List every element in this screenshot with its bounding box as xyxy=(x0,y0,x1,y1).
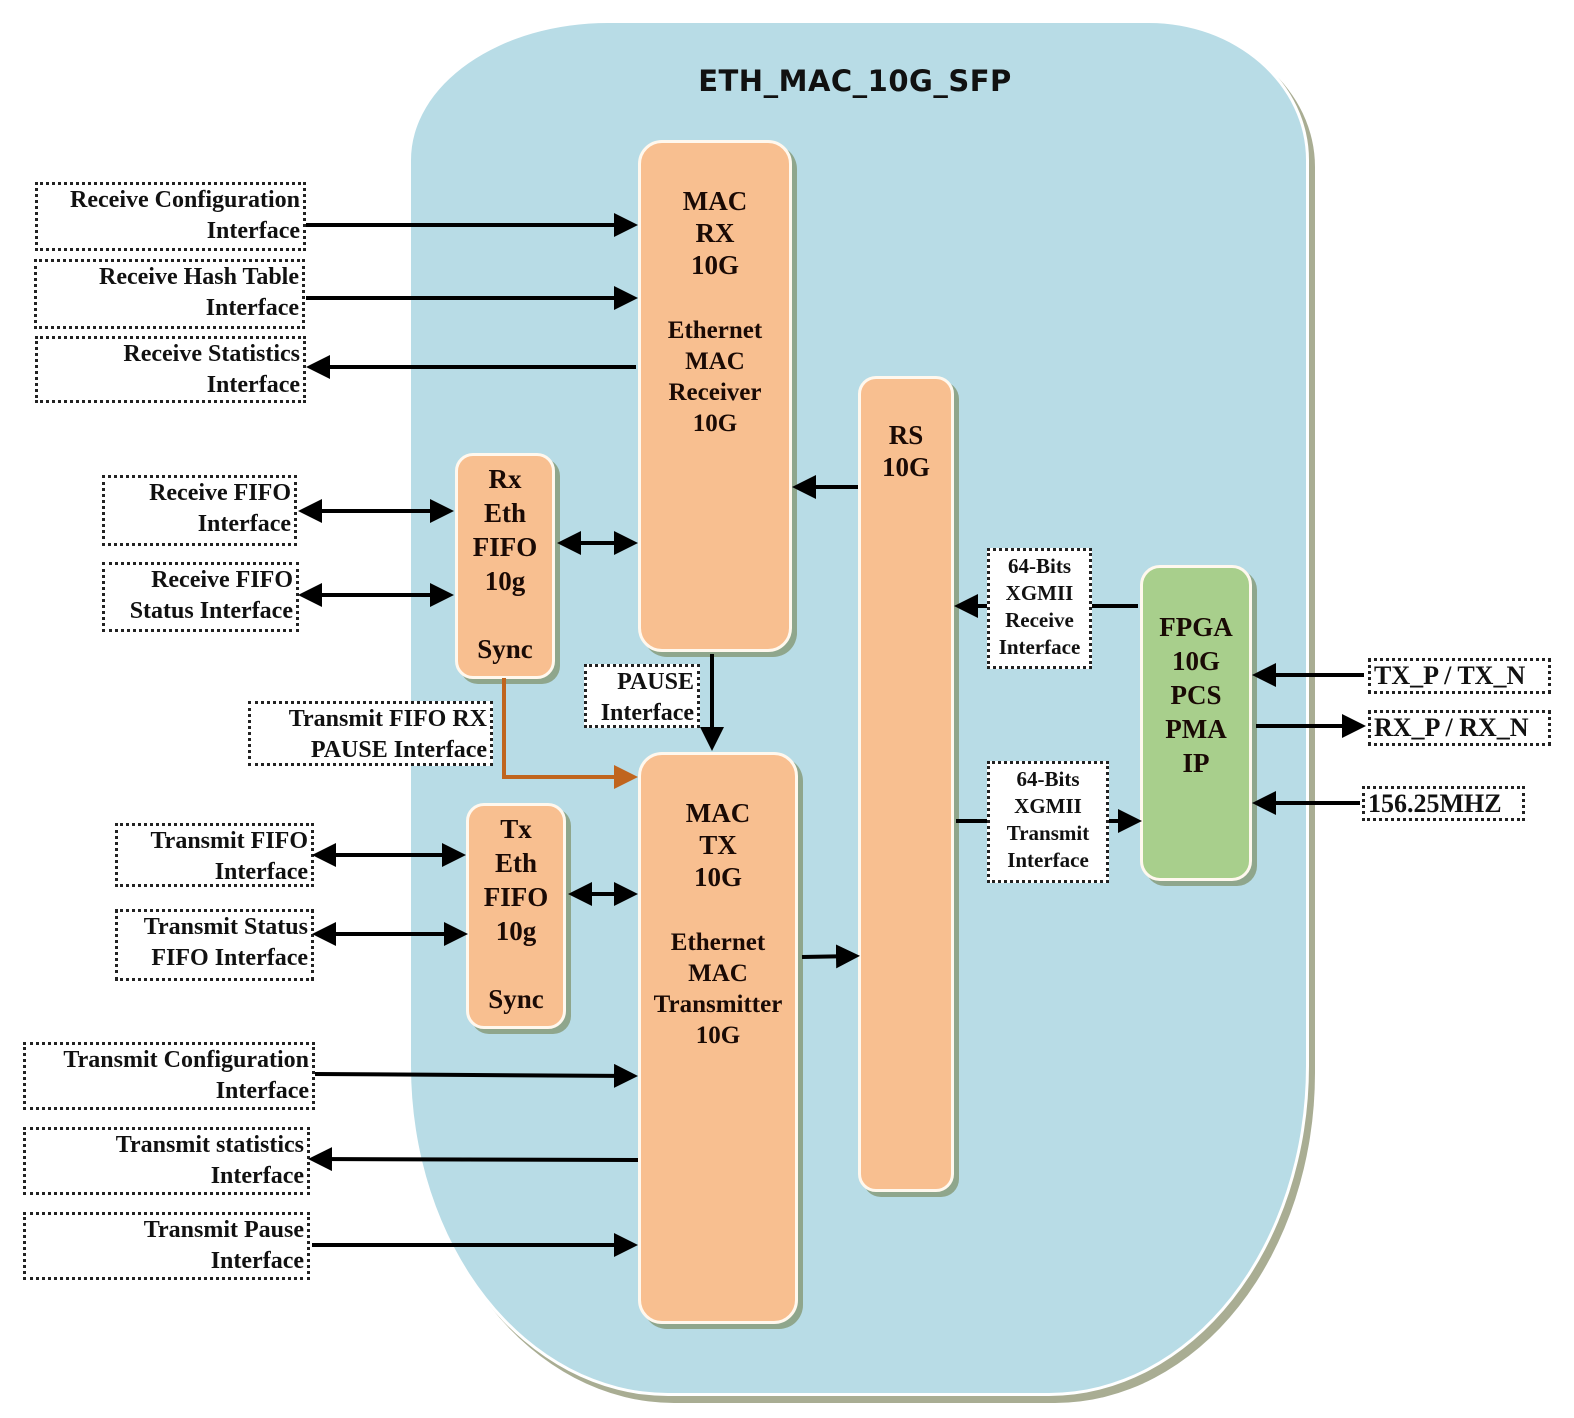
label-line: Receive FIFO xyxy=(151,567,293,593)
mac-rx-line: 10G xyxy=(690,250,739,280)
label-line: PAUSE xyxy=(617,669,694,695)
tx-fifo-rx-pause-interface-label: Transmit FIFO RX PAUSE Interface xyxy=(248,701,493,766)
tx-fifo-line: Sync xyxy=(488,984,544,1014)
label-line: Transmit FIFO RX xyxy=(288,706,487,732)
tx-config-interface-label: Transmit Configuration Interface xyxy=(23,1042,315,1110)
label-line: PAUSE Interface xyxy=(310,737,487,763)
rs-line: RS xyxy=(888,420,924,450)
spacer xyxy=(641,281,789,315)
tx-fifo-line: Tx xyxy=(500,814,532,844)
label-line: Transmit FIFO xyxy=(150,828,308,854)
label-line: XGMII xyxy=(1005,581,1074,605)
diagram-title: ETH_MAC_10G_SFP xyxy=(698,64,1012,98)
mac-rx-line: Receiver xyxy=(668,379,762,406)
mac-rx-line: MAC xyxy=(682,186,748,216)
xgmii-transmit-interface-label: 64-Bits XGMII Transmit Interface xyxy=(987,761,1109,883)
spacer xyxy=(458,598,552,632)
mac-tx-line: MAC xyxy=(688,960,748,987)
label-line: XGMII xyxy=(1014,794,1082,818)
fpga-line: PCS xyxy=(1170,680,1222,710)
mac-tx-line: 10G xyxy=(695,1022,741,1049)
mac-tx-line: Transmitter xyxy=(653,991,783,1018)
label-line: Transmit Status xyxy=(143,914,308,940)
mac-tx-block: MAC TX 10G Ethernet MAC Transmitter 10G xyxy=(638,752,798,1324)
tx-eth-fifo-block: Tx Eth FIFO 10g Sync xyxy=(466,803,566,1029)
label-line: 64-Bits xyxy=(1008,554,1071,578)
tx-pause-interface-label: Transmit Pause Interface xyxy=(23,1212,310,1280)
label-line: Interface xyxy=(1007,848,1089,872)
label-line: RX_P / RX_N xyxy=(1374,713,1529,742)
fpga-pcs-pma-block: FPGA 10G PCS PMA IP xyxy=(1140,565,1252,881)
rs-10g-block: RS 10G xyxy=(858,376,954,1192)
label-line: Interface xyxy=(600,700,694,726)
fpga-line: FPGA xyxy=(1159,612,1233,642)
label-line: Transmit xyxy=(1006,821,1090,845)
label-line: Transmit statistics xyxy=(115,1132,304,1158)
tx-statistics-interface-label: Transmit statistics Interface xyxy=(23,1127,310,1195)
label-line: Interface xyxy=(210,1248,304,1274)
rx-fifo-line: FIFO xyxy=(472,532,538,562)
label-line: Interface xyxy=(206,372,300,398)
mac-tx-line: 10G xyxy=(693,862,742,892)
mac-rx-line: MAC xyxy=(685,348,745,375)
tx-fifo-interface-label: Transmit FIFO Interface xyxy=(115,823,314,887)
rx-eth-fifo-block: Rx Eth FIFO 10g Sync xyxy=(455,453,555,679)
fpga-line: PMA xyxy=(1165,714,1227,744)
label-line: Transmit Pause xyxy=(143,1217,304,1243)
rs-line: 10G xyxy=(881,452,930,482)
tx-fifo-line: Eth xyxy=(494,848,538,878)
label-line: Interface xyxy=(215,1078,309,1104)
spacer xyxy=(641,893,795,927)
tx-p-n-label: TX_P / TX_N xyxy=(1368,658,1551,694)
label-line: Receive FIFO xyxy=(149,480,291,506)
label-line: Status Interface xyxy=(129,598,293,624)
clock-156-25mhz-label: 156.25MHZ xyxy=(1362,786,1525,821)
label-line: 156.25MHZ xyxy=(1368,789,1502,818)
label-line: Interface xyxy=(998,635,1081,659)
mac-tx-line: MAC xyxy=(685,798,751,828)
label-line: 64-Bits xyxy=(1016,767,1080,791)
tx-fifo-line: FIFO xyxy=(483,882,549,912)
label-line: Interface xyxy=(197,511,291,537)
rx-fifo-status-interface-label: Receive FIFO Status Interface xyxy=(102,562,299,632)
mac-rx-block: MAC RX 10G Ethernet MAC Receiver 10G xyxy=(638,140,792,652)
rx-fifo-line: 10g xyxy=(484,566,526,596)
rx-hash-table-interface-label: Receive Hash Table Interface xyxy=(34,259,305,329)
fpga-line: 10G xyxy=(1171,646,1220,676)
label-line: Interface xyxy=(210,1163,304,1189)
label-line: Interface xyxy=(214,859,308,885)
label-line: Receive Statistics xyxy=(123,341,300,367)
label-line: Receive Configuration xyxy=(70,187,300,213)
rx-statistics-interface-label: Receive Statistics Interface xyxy=(35,336,306,403)
mac-tx-line: Ethernet xyxy=(670,929,766,956)
mac-tx-line: TX xyxy=(699,830,737,860)
label-line: FIFO Interface xyxy=(151,945,308,971)
xgmii-receive-interface-label: 64-Bits XGMII Receive Interface xyxy=(987,548,1092,669)
label-line: Interface xyxy=(206,218,300,244)
rx-fifo-line: Eth xyxy=(483,498,527,528)
rx-config-interface-label: Receive Configuration Interface xyxy=(35,182,306,251)
label-line: Interface xyxy=(205,295,299,321)
tx-status-fifo-interface-label: Transmit Status FIFO Interface xyxy=(115,909,314,981)
label-line: Receive Hash Table xyxy=(98,264,299,290)
spacer xyxy=(469,948,563,982)
mac-rx-line: RX xyxy=(695,218,735,248)
fpga-line: IP xyxy=(1182,748,1210,778)
rx-fifo-interface-label: Receive FIFO Interface xyxy=(102,475,297,546)
label-line: Transmit Configuration xyxy=(63,1047,309,1073)
mac-rx-line: 10G xyxy=(692,410,738,437)
tx-fifo-line: 10g xyxy=(495,916,537,946)
pause-interface-label: PAUSE Interface xyxy=(584,664,700,728)
mac-rx-line: Ethernet xyxy=(667,317,763,344)
label-line: TX_P / TX_N xyxy=(1374,661,1526,690)
rx-fifo-line: Sync xyxy=(477,634,533,664)
rx-p-n-label: RX_P / RX_N xyxy=(1368,710,1551,746)
rx-fifo-line: Rx xyxy=(488,464,522,494)
label-line: Receive xyxy=(1005,608,1074,632)
